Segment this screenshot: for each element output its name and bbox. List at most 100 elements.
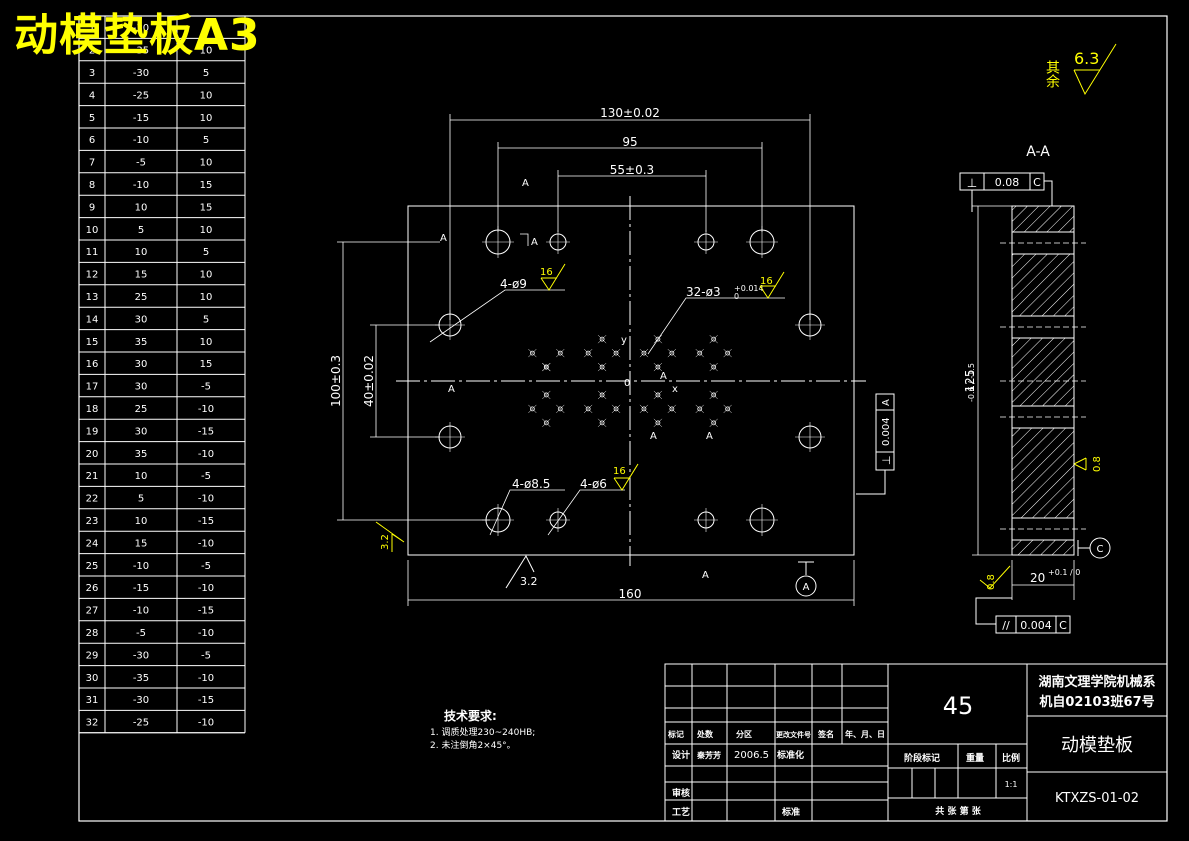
table-cell-y: 10 — [200, 113, 213, 124]
table-cell-y: -10 — [198, 673, 214, 684]
table-cell-y: 10 — [200, 225, 213, 236]
hole-phi6 — [694, 230, 718, 254]
dim-100: 100±0.3 — [329, 355, 343, 407]
pin-hole — [695, 404, 704, 414]
tb-review-label: 审核 — [672, 787, 690, 799]
pin-hole — [709, 362, 718, 372]
callout-phi3-upper-tol: +0.014 — [734, 284, 764, 293]
pin-hole — [542, 362, 551, 372]
roughness-mark-08-side: 0.8 — [1072, 456, 1103, 472]
table-cell-y: -5 — [201, 650, 211, 661]
table-cell-x: 10 — [135, 202, 148, 213]
parallel-symbol: // — [1002, 619, 1010, 632]
table-cell-y: 10 — [200, 270, 213, 281]
pin-hole — [723, 404, 732, 414]
roughness-note: 其余 6.3 — [1044, 43, 1117, 96]
table-cell-x: 35 — [135, 337, 148, 348]
tb-header-date: 年、月、日 — [845, 729, 885, 739]
pin-hole — [542, 390, 551, 400]
table-cell-y: -10 — [198, 449, 214, 460]
section-mark-bottom: A — [702, 570, 709, 581]
parallel-value: 0.004 — [1020, 619, 1052, 632]
table-cell-no: 10 — [86, 225, 99, 236]
table-cell-no: 16 — [86, 359, 99, 370]
table-cell-no: 15 — [86, 337, 99, 348]
tb-header-change-doc: 更改文件号 — [776, 730, 811, 739]
table-cell-no: 30 — [86, 673, 99, 684]
table-cell-x: 25 — [135, 292, 148, 303]
pin-hole — [709, 334, 718, 344]
tb-header-mark: 标记 — [667, 729, 684, 739]
table-cell-no: 28 — [86, 628, 99, 639]
pin-hole — [528, 404, 537, 414]
dim-20-tol: +0.1 / 0 — [1048, 568, 1080, 577]
pin-hole — [639, 348, 649, 358]
table-cell-x: -30 — [133, 68, 149, 79]
table-cell-no: 24 — [86, 538, 99, 549]
table-cell-y: 10 — [200, 158, 213, 169]
datum-c-symbol — [1077, 537, 1111, 559]
table-cell-y: -15 — [198, 695, 214, 706]
pin-hole — [653, 390, 663, 400]
roughness-mark-16-a: 16 — [540, 263, 566, 291]
table-cell-no: 19 — [86, 426, 99, 437]
table-cell-x: -25 — [133, 90, 149, 101]
table-cell-no: 32 — [86, 718, 99, 729]
tech-requirements: 技术要求: 1. 调质处理230~240HB; 2. 未注倒角2×45°。 — [430, 708, 535, 751]
perp-a-symbol: ⊥ — [880, 455, 893, 465]
table-cell-x: -30 — [133, 695, 149, 706]
table-cell-x: -35 — [133, 46, 149, 57]
pin-hole — [653, 362, 663, 372]
tolerance-frame-perp-c — [959, 172, 1053, 212]
pin-hole — [528, 348, 537, 358]
table-cell-x: 10 — [135, 516, 148, 527]
perp-a-datum: A — [881, 399, 892, 406]
table-cell-no: 7 — [89, 158, 95, 169]
tb-class: 机自02103班67号 — [1039, 694, 1154, 710]
hole-phi6 — [694, 508, 718, 532]
table-cell-y: -10 — [198, 718, 214, 729]
table-cell-no: 25 — [86, 561, 99, 572]
callout-phi3-lower-tol: 0 — [734, 292, 739, 301]
tb-material: 45 — [943, 692, 974, 720]
section-mark-inner-4: A — [706, 431, 713, 442]
dim-95: 95 — [622, 135, 637, 149]
hole-phi9 — [795, 422, 825, 452]
pin-hole — [597, 362, 607, 372]
pin-hole — [583, 348, 593, 358]
datum-a-label: A — [803, 582, 810, 593]
table-cell-no: 17 — [86, 382, 99, 393]
table-cell-x: -10 — [133, 135, 149, 146]
table-cell-y: -5 — [201, 382, 211, 393]
table-cell-x: 30 — [135, 359, 148, 370]
overlay-title: 动模垫板A3 — [14, 10, 261, 61]
pin-hole — [695, 348, 704, 358]
table-cell-x: 35 — [135, 449, 148, 460]
dimension-lines — [337, 114, 855, 606]
table-cell-no: 21 — [86, 471, 99, 482]
roughness-mark-16-c: 16 — [613, 463, 639, 491]
table-cell-x: 30 — [135, 426, 148, 437]
roughness-32-bottom-label: 3.2 — [520, 575, 538, 588]
pin-hole-group — [528, 334, 732, 428]
table-cell-x: 10 — [135, 247, 148, 258]
pin-hole — [667, 404, 677, 414]
svg-text:0.8: 0.8 — [986, 574, 997, 590]
axis-y-label: y — [621, 335, 627, 346]
table-cell-x: -15 — [133, 583, 149, 594]
table-cell-no: 1 — [89, 23, 95, 34]
tb-drawing-no: KTXZS-01-02 — [1055, 791, 1139, 806]
table-cell-no: 26 — [86, 583, 99, 594]
tb-header-zone: 分区 — [736, 729, 752, 739]
tb-weight-label: 重量 — [966, 752, 984, 764]
pin-hole — [597, 334, 607, 344]
table-cell-y: 15 — [200, 202, 213, 213]
table-cell-y: -15 — [198, 426, 214, 437]
pin-hole — [653, 418, 663, 428]
parallel-datum: C — [1059, 619, 1067, 632]
dim-125-tol: -0.6 / -1.5 — [967, 363, 976, 402]
tb-scale: 1:1 — [1005, 780, 1018, 789]
svg-text:16: 16 — [760, 276, 773, 287]
table-cell-no: 11 — [86, 247, 99, 258]
